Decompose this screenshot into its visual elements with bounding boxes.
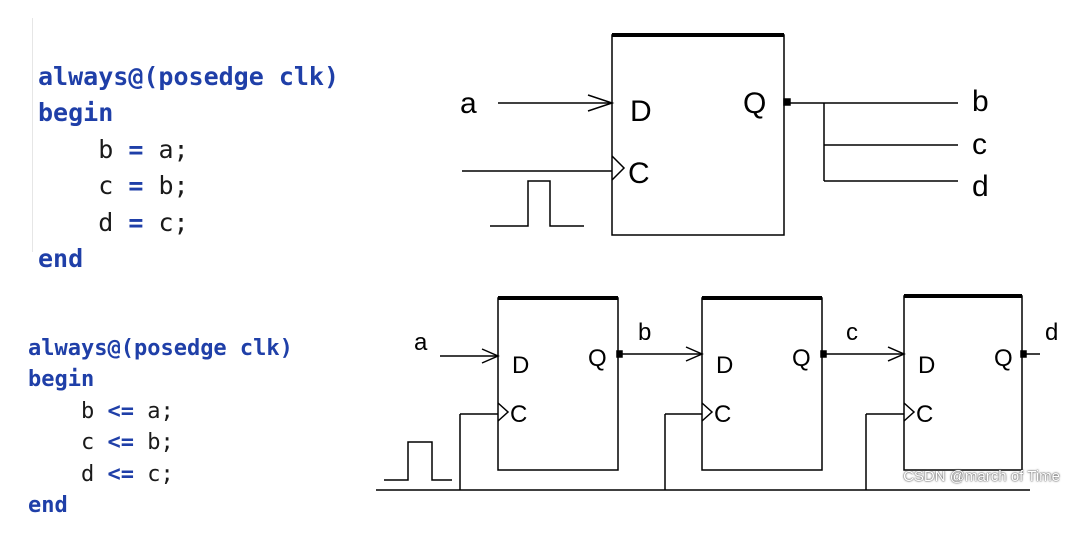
clock-triangle-icon — [701, 402, 714, 422]
ff1-pin-d-label: D — [512, 352, 529, 379]
code-line: b = a; — [98, 134, 189, 164]
flip-flop-3-box — [903, 295, 1023, 471]
pin-d-label: D — [630, 95, 652, 128]
code-line: end — [38, 244, 84, 273]
bottom-shift-register-diagram — [376, 294, 1040, 491]
wire-c-label: c — [846, 319, 858, 346]
watermark: CSDN @march of Time — [903, 468, 1060, 485]
clock-pulse-icon — [490, 180, 584, 227]
pin-q-label: Q — [743, 87, 766, 120]
code-line: c = b; — [98, 171, 189, 200]
flip-flop-box — [611, 34, 785, 236]
code-line: b <= a; — [80, 398, 174, 424]
circuit-diagrams: a D C Q b c d — [376, 33, 1058, 491]
output-d-label: d — [972, 170, 989, 203]
ff1-pin-q-label: Q — [588, 345, 607, 372]
flip-flop-1-box — [497, 297, 619, 471]
code-line: end — [28, 493, 68, 518]
code-line: d = c; — [98, 207, 189, 237]
wire-b-label: b — [638, 319, 651, 346]
code-line: begin — [38, 98, 114, 127]
code-line: always@(posedge clk) — [28, 335, 293, 361]
input-a-arrowhead — [587, 94, 615, 112]
clock-pulse-icon — [384, 441, 452, 481]
top-flip-flop-diagram — [462, 33, 958, 236]
code-margin-line — [32, 18, 33, 252]
q-pin-marker — [783, 98, 791, 106]
ff3-pin-c-label: C — [916, 401, 933, 428]
ff3-pin-d-label: D — [918, 352, 935, 379]
clock-triangle-icon — [903, 402, 916, 422]
wire-d-label: d — [1045, 319, 1058, 346]
code-line: c <= b; — [80, 430, 174, 455]
ff2-pin-q-label: Q — [792, 345, 811, 372]
ff1-pin-c-label: C — [510, 401, 527, 428]
blocking-code-block: always@(posedge clk)begin b = a; c = b; … — [38, 22, 339, 314]
input-a-label: a — [414, 329, 428, 356]
code-line: begin — [28, 367, 95, 392]
flip-flop-2-box — [701, 297, 823, 471]
output-b-label: b — [972, 85, 989, 118]
output-c-label: c — [972, 128, 987, 161]
ff3-pin-q-label: Q — [994, 345, 1013, 372]
pin-c-label: C — [628, 157, 650, 190]
code-line: always@(posedge clk) — [38, 61, 340, 91]
code-line: d <= c; — [80, 461, 174, 487]
ff2-pin-c-label: C — [714, 401, 731, 428]
input-a-label: a — [460, 87, 477, 120]
clock-triangle-icon — [497, 402, 510, 422]
clock-triangle-icon — [611, 155, 626, 181]
ff2-pin-d-label: D — [716, 352, 733, 379]
